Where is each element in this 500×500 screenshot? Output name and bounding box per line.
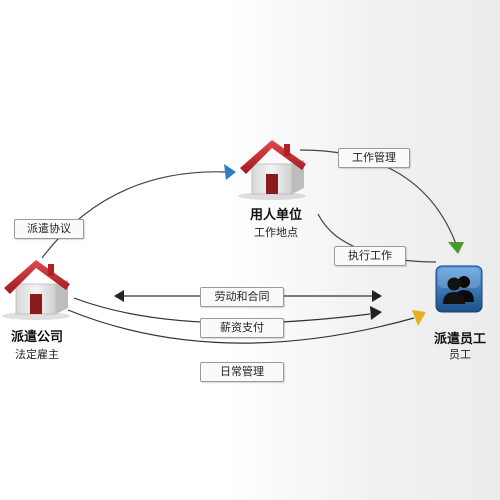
arrowhead-right xyxy=(372,290,382,302)
arrow-work-management xyxy=(299,149,457,245)
label-dispatch-agreement: 派遣协议 xyxy=(14,219,84,239)
arrowhead-yellow xyxy=(412,310,426,326)
arrow-daily-management xyxy=(67,309,415,344)
agency-title: 派遣公司 xyxy=(10,330,63,345)
agency-subtitle: 法定雇主 xyxy=(15,348,59,361)
arrowhead-left xyxy=(114,290,124,302)
label-salary-payment: 薪资支付 xyxy=(200,318,284,338)
label-daily-management: 日常管理 xyxy=(200,362,284,382)
employee-title: 派遣员工 xyxy=(433,332,486,347)
label-labor-contract: 劳动和合同 xyxy=(200,287,284,307)
arrowhead-blue xyxy=(224,164,236,180)
house-icon xyxy=(238,140,306,200)
arrowhead-green xyxy=(448,242,464,254)
label-perform-work: 执行工作 xyxy=(334,246,406,266)
label-work-management: 工作管理 xyxy=(338,148,410,168)
client-title: 用人单位 xyxy=(249,208,302,223)
employee-subtitle: 员工 xyxy=(449,348,471,361)
client-subtitle: 工作地点 xyxy=(254,226,298,239)
arrowhead-salary xyxy=(370,306,382,320)
arrow-dispatch-agreement xyxy=(41,171,227,259)
house-icon xyxy=(2,260,70,320)
people-icon xyxy=(435,265,483,313)
